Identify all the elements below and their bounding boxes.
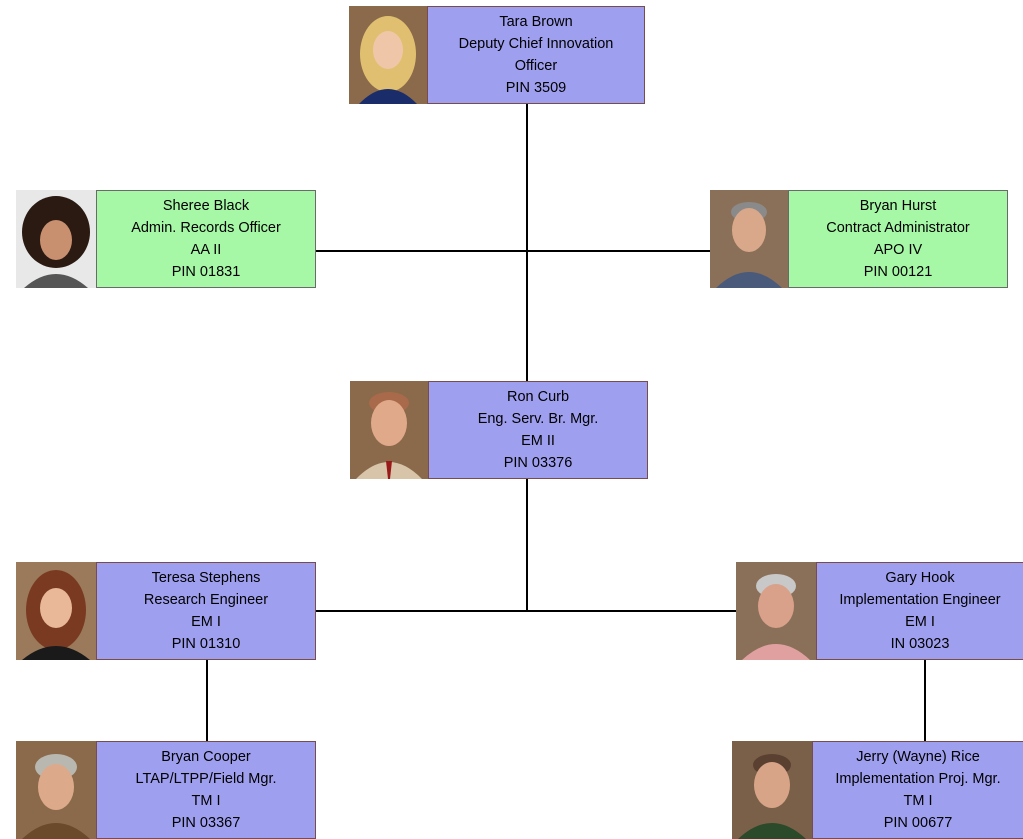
- person-name: Sheree Black: [162, 198, 250, 214]
- person-name: Tara Brown: [499, 14, 573, 30]
- org-node-ron-curb[interactable]: Ron Curb Eng. Serv. Br. Mgr. EM II PIN 0…: [350, 381, 648, 479]
- connector-gary-jerry: [924, 658, 926, 742]
- avatar: [736, 562, 816, 660]
- org-box: Gary Hook Implementation Engineer EM I I…: [816, 562, 1023, 660]
- org-box: Teresa Stephens Research Engineer EM I P…: [96, 562, 316, 660]
- person-title: Deputy Chief Innovation: [458, 36, 614, 52]
- person-grade: TM I: [903, 793, 933, 809]
- person-grade: EM I: [191, 614, 221, 630]
- person-pin: IN 03023: [890, 636, 950, 652]
- avatar: [710, 190, 788, 288]
- org-node-bryan-cooper[interactable]: Bryan Cooper LTAP/LTPP/Field Mgr. TM I P…: [16, 741, 316, 839]
- org-node-jerry-rice[interactable]: Jerry (Wayne) Rice Implementation Proj. …: [732, 741, 1023, 839]
- person-pin: PIN 3509: [505, 80, 567, 96]
- person-pin: PIN 00121: [863, 264, 933, 280]
- avatar: [350, 381, 428, 479]
- org-box: Sheree Black Admin. Records Officer AA I…: [96, 190, 316, 288]
- connector-vertical-top: [526, 104, 528, 382]
- person-name: Bryan Hurst: [859, 198, 937, 214]
- connector-reports-horizontal: [314, 610, 738, 612]
- person-title: LTAP/LTPP/Field Mgr.: [135, 771, 277, 787]
- person-grade: TM I: [191, 793, 221, 809]
- person-name: Ron Curb: [506, 389, 570, 405]
- person-grade: APO IV: [873, 242, 923, 258]
- person-title: Contract Administrator: [826, 220, 970, 236]
- person-name: Bryan Cooper: [161, 749, 251, 765]
- org-node-teresa-stephens[interactable]: Teresa Stephens Research Engineer EM I P…: [16, 562, 316, 660]
- person-name: Teresa Stephens: [151, 570, 261, 586]
- connector-vertical-mid: [526, 478, 528, 612]
- person-title: Implementation Engineer: [839, 592, 1001, 608]
- org-box: Tara Brown Deputy Chief Innovation Offic…: [427, 6, 645, 104]
- person-name: Gary Hook: [885, 570, 955, 586]
- person-title: Admin. Records Officer: [131, 220, 281, 236]
- avatar: [16, 190, 96, 288]
- person-grade: AA II: [190, 242, 222, 258]
- connector-teresa-cooper: [206, 658, 208, 742]
- org-box: Jerry (Wayne) Rice Implementation Proj. …: [812, 741, 1023, 839]
- person-pin: PIN 00677: [883, 815, 953, 831]
- org-box: Bryan Hurst Contract Administrator APO I…: [788, 190, 1008, 288]
- person-title: Eng. Serv. Br. Mgr.: [477, 411, 599, 427]
- avatar: [16, 562, 96, 660]
- org-node-bryan-hurst[interactable]: Bryan Hurst Contract Administrator APO I…: [710, 190, 1008, 288]
- person-pin: PIN 01310: [171, 636, 241, 652]
- person-pin: PIN 01831: [171, 264, 241, 280]
- person-title: Implementation Proj. Mgr.: [835, 771, 1001, 787]
- person-pin: PIN 03376: [503, 455, 573, 471]
- person-grade: EM I: [905, 614, 935, 630]
- person-title: Research Engineer: [143, 592, 269, 608]
- connector-staff-horizontal: [314, 250, 712, 252]
- org-node-sheree-black[interactable]: Sheree Black Admin. Records Officer AA I…: [16, 190, 316, 288]
- person-grade: EM II: [521, 433, 555, 449]
- org-node-gary-hook[interactable]: Gary Hook Implementation Engineer EM I I…: [736, 562, 1023, 660]
- avatar: [349, 6, 427, 104]
- person-pin: PIN 03367: [171, 815, 241, 831]
- avatar: [732, 741, 812, 839]
- person-title-cont: Officer: [514, 58, 558, 74]
- org-box: Bryan Cooper LTAP/LTPP/Field Mgr. TM I P…: [96, 741, 316, 839]
- avatar: [16, 741, 96, 839]
- org-node-tara-brown[interactable]: Tara Brown Deputy Chief Innovation Offic…: [349, 6, 645, 104]
- org-box: Ron Curb Eng. Serv. Br. Mgr. EM II PIN 0…: [428, 381, 648, 479]
- person-name: Jerry (Wayne) Rice: [856, 749, 980, 765]
